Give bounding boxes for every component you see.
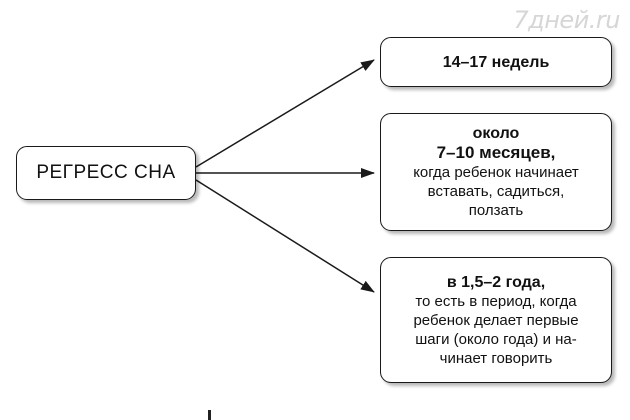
target-2-line-3: когда ребенок начинает — [413, 164, 579, 181]
target-3-line-1: в 1,5–2 года, — [446, 273, 546, 291]
target-3-line-4: шаги (около года) и на- — [415, 330, 577, 348]
target-3-line-5: чинает говорить — [439, 349, 553, 367]
arrow-to-box-1 — [195, 59, 375, 168]
target-2-line-5: ползать — [468, 202, 524, 219]
target-node-1: 14–17 недель — [380, 37, 612, 87]
stray-mark — [208, 410, 211, 420]
sleep-regression-node: РЕГРЕСС СНА — [16, 146, 196, 200]
target-3-line-2: то есть в период, когда — [415, 292, 577, 310]
target-2-line-1: около — [472, 125, 520, 142]
target-2-line-4: вставать, садиться, — [427, 183, 565, 200]
arrow-to-box-3 — [195, 179, 375, 293]
target-2-line-2: 7–10 месяцев, — [436, 143, 556, 162]
target-1-line-1: 14–17 недель — [442, 53, 550, 71]
site-watermark: 7дней.ru — [513, 6, 620, 34]
sleep-regression-label: РЕГРЕСС СНА — [36, 162, 176, 183]
target-3-line-3: ребенок делает первые — [413, 311, 579, 329]
